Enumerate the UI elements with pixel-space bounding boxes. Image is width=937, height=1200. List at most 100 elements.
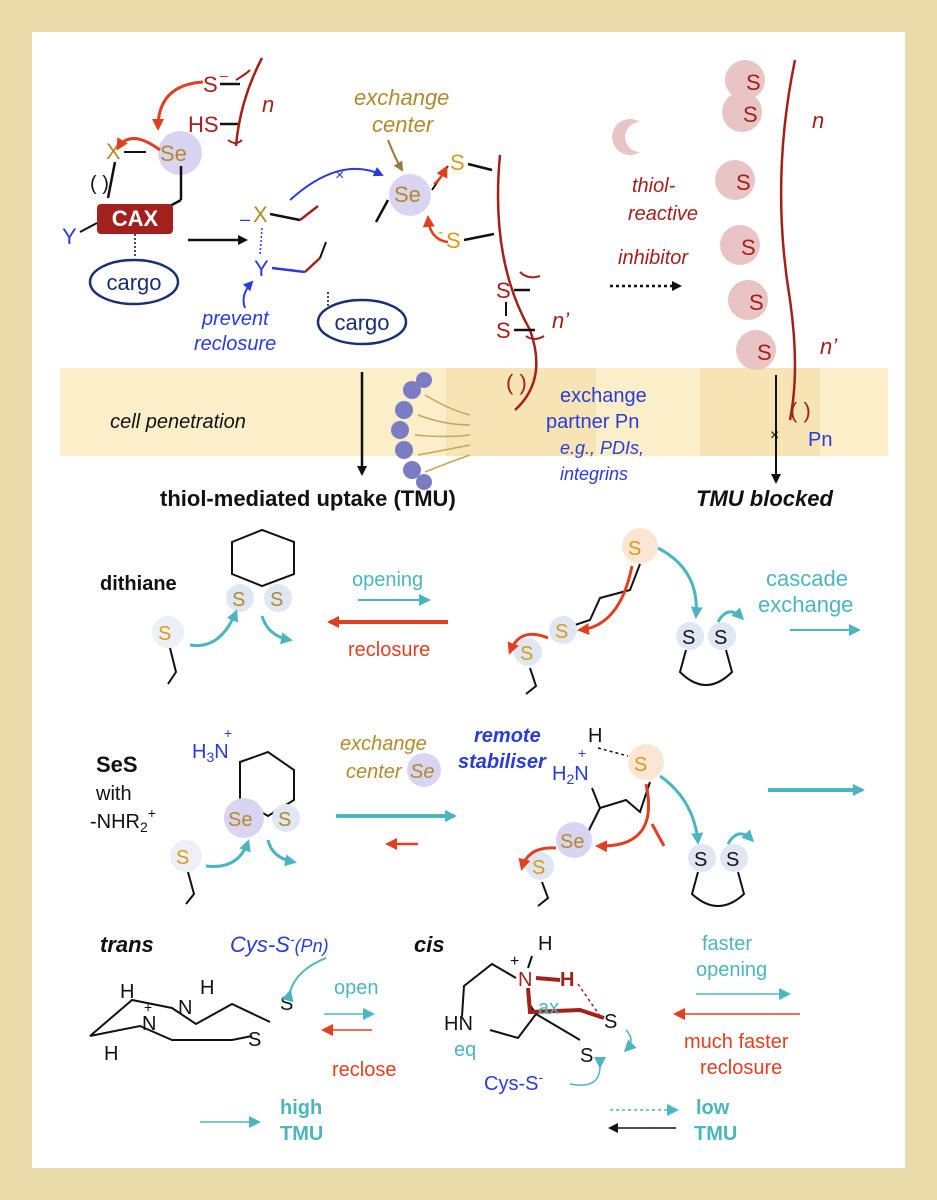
blocked-n-prime: n’ xyxy=(820,334,838,359)
cis-h: H xyxy=(538,933,552,955)
ring2-s1: S xyxy=(682,627,695,649)
repeat-n-prime: n’ xyxy=(552,308,570,333)
inhibitor-label-2: reactive xyxy=(628,203,698,225)
cis-s1: S xyxy=(604,1011,617,1033)
tmu-label: thiol-mediated uptake (TMU) xyxy=(160,486,456,511)
scheme-drawing: X Se ( ) CAX Y cargo S – HS n – X Y xyxy=(60,57,888,1145)
h3n-group: H3N xyxy=(192,741,229,765)
prevent-label-2: reclosure xyxy=(194,333,276,355)
blocked-s-3: S xyxy=(736,170,751,195)
blocked-s-4: S xyxy=(741,235,756,260)
ses-nucleophile: S xyxy=(176,847,189,869)
faster-opening-1: faster xyxy=(702,933,752,955)
membrane-shade-right xyxy=(700,368,820,456)
ses-ring2-s2: S xyxy=(726,849,739,871)
opening-label: opening xyxy=(352,569,423,591)
open-s-top: S xyxy=(628,538,641,560)
cis-hn: HN xyxy=(444,1013,473,1035)
dithiane-row: dithiane S S S opening reclosure S S S S… xyxy=(100,528,861,695)
cascade-label-1: cascade xyxy=(766,566,848,591)
trans-title: trans xyxy=(100,932,154,957)
inhibitor-label-3: inhibitor xyxy=(618,247,689,269)
ring2-s2: S xyxy=(714,627,727,649)
cys-label: Cys-S-(Pn) xyxy=(230,931,329,957)
exchange-center-1: exchange xyxy=(354,85,449,110)
s-minus-top: S xyxy=(203,72,218,97)
cascade-label-2: exchange xyxy=(758,592,853,617)
ring-size-brackets: ( ) xyxy=(90,173,109,195)
faster-opening-2: opening xyxy=(696,959,767,981)
tmu-blocked-label: TMU blocked xyxy=(696,486,833,511)
svg-text:+: + xyxy=(510,953,519,970)
chain-s1: S xyxy=(450,150,465,175)
trans-h1: H xyxy=(120,981,134,1003)
trans-isomer: trans Cys-S-(Pn) H N H N H + S S open re… xyxy=(89,931,396,1145)
ses-exchange-1: exchange xyxy=(340,733,427,755)
cargo-ellipse-2 xyxy=(316,298,408,346)
svg-text:×: × xyxy=(770,427,779,444)
trans-s1: S xyxy=(280,993,293,1015)
exchange-center-2: center xyxy=(372,112,435,137)
svg-text:+: + xyxy=(224,725,232,741)
ses-ring2-s1: S xyxy=(694,849,707,871)
disulfide-s1: S xyxy=(496,278,511,303)
ax-label: ax xyxy=(538,997,559,1019)
blocked-s-1: S xyxy=(746,70,761,95)
cis-h2: H xyxy=(560,969,574,991)
much-faster-2: reclosure xyxy=(700,1057,782,1079)
x-atom: X xyxy=(106,139,121,164)
se-atom: Se xyxy=(160,141,187,166)
inhibitor-label-1: thiol- xyxy=(632,175,676,197)
ses-with: with xyxy=(95,783,132,805)
trans-h3: H xyxy=(104,1043,118,1065)
svg-text:–: – xyxy=(220,67,228,83)
cargo-label: cargo xyxy=(106,270,161,295)
y-group-2: Y xyxy=(254,256,269,281)
pn-label: Pn xyxy=(808,429,832,451)
low-tmu-1: low xyxy=(696,1097,730,1119)
open-label: open xyxy=(334,977,379,999)
dithiane-title: dithiane xyxy=(100,573,177,595)
open-s-low: S xyxy=(520,643,533,665)
cargo-ellipse xyxy=(88,258,180,306)
remote-label-1: remote xyxy=(474,725,541,747)
open-s-mid: S xyxy=(555,621,568,643)
trans-s2: S xyxy=(248,1029,261,1051)
cargo-label-2: cargo xyxy=(334,310,389,335)
exchange-chain: S S - S S n’ ( ) xyxy=(422,150,570,411)
nhr2-label: -NHR2+ xyxy=(90,805,156,835)
hs-group: HS xyxy=(188,112,219,137)
thiol-reactive-inhibitor: thiol- reactive inhibitor xyxy=(610,119,698,291)
dithiane-s1: S xyxy=(232,589,245,611)
svg-text:-: - xyxy=(438,224,443,241)
svg-text:×: × xyxy=(335,167,344,184)
partner-examples-1: e.g., PDIs, xyxy=(560,438,644,458)
blocked-pn-brackets: ( ) xyxy=(790,398,811,423)
figure-panel: X Se ( ) CAX Y cargo S – HS n – X Y xyxy=(32,32,905,1168)
opened-reagent: – X Y cargo prevent reclosure × Se excha… xyxy=(194,85,449,355)
exchange-partner-1: exchange xyxy=(560,385,647,407)
disulfide-s2: S xyxy=(496,318,511,343)
cax-box xyxy=(97,204,173,234)
reclosure-label: reclosure xyxy=(348,639,430,661)
ses-ring-se: Se xyxy=(228,809,252,831)
high-tmu-1: high xyxy=(280,1097,322,1119)
ses-row: SeS with -NHR2+ H3N + Se S S exchange ce… xyxy=(90,725,865,907)
blocked-s-6: S xyxy=(757,340,772,365)
membrane-micelle xyxy=(391,372,471,490)
pn-brackets: ( ) xyxy=(506,370,527,395)
ses-open-s-low: S xyxy=(532,857,545,879)
ses-open-s-top: S xyxy=(634,754,647,776)
h-bond-h: H xyxy=(588,725,602,747)
cax-label: CAX xyxy=(112,206,159,231)
much-faster-1: much faster xyxy=(684,1031,789,1053)
svg-text:+: + xyxy=(144,999,152,1015)
cis-n: N xyxy=(518,969,532,991)
exchange-partner-2: partner Pn xyxy=(546,411,639,433)
x-anion: X xyxy=(253,202,268,227)
dithiane-s2: S xyxy=(270,589,283,611)
cis-s2: S xyxy=(580,1045,593,1067)
blocked-s-5: S xyxy=(749,290,764,315)
ses-title: SeS xyxy=(96,752,138,777)
svg-text:–: – xyxy=(240,209,250,229)
